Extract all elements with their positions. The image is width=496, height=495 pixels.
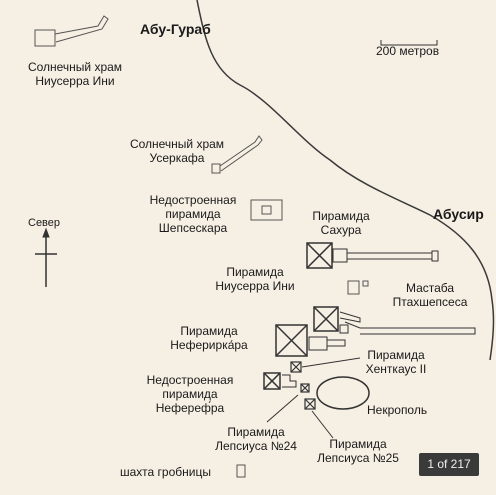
label-userkaf-sun-temple: Солнечный храм Усеркафа (129, 137, 225, 165)
userkaf-sun-temple-symbol (211, 135, 263, 174)
niuserre-pyramid-symbol (313, 306, 476, 335)
ptahshepses-mastaba-symbol (347, 280, 369, 295)
sahure-pyramid-symbol (306, 242, 439, 269)
label-niuserre-pyramid: Пирамида Ниусерра Ини (215, 265, 295, 293)
shepseskare-pyramid-symbol (250, 199, 283, 221)
scale-bar (380, 40, 438, 46)
label-shepseskare-pyramid: Недостроенная пирамида Шепсескара (149, 193, 237, 235)
cultivation-boundary (196, 0, 495, 361)
lepsius24-pyramid-symbol (266, 383, 310, 423)
north-arrow-icon (35, 227, 57, 287)
necropolis-outline (316, 376, 370, 410)
label-khentkaus-pyramid: Пирамида Хенткаус II (365, 348, 427, 376)
place-abu-gurab: Абу-Гураб (140, 21, 211, 37)
label-niuserre-sun-temple: Солнечный храм Ниусерра Ини (27, 60, 123, 88)
image-counter[interactable]: 1 of 217 (419, 453, 479, 476)
label-lepsius24: Пирамида Лепсиуса №24 (215, 425, 297, 453)
label-neferefre-pyramid: Недостроенная пирамида Нефереф́ра (146, 373, 234, 415)
label-necropolis: Некрополь (367, 403, 428, 417)
north-label: Север (28, 217, 61, 229)
label-shaft-legend: шахта гробницы (120, 465, 211, 479)
neferefre-pyramid-symbol (263, 372, 297, 390)
label-ptahshepses-mastaba: Мастаба Птахшепсеса (392, 281, 468, 309)
label-neferirkare-pyramid: Пирамида Неферирка́ра (170, 324, 248, 352)
khentkaus-pyramid-symbol (290, 357, 361, 373)
scale-label: 200 метров (376, 44, 440, 58)
label-sahure-pyramid: Пирамида Сахура (312, 209, 370, 237)
niuserre-sun-temple-symbol (34, 15, 109, 47)
lepsius25-pyramid-symbol (304, 398, 334, 439)
neferirkare-pyramid-symbol (275, 324, 346, 357)
place-abusir: Абусир (433, 206, 484, 222)
label-lepsius25: Пирамида Лепсиуса №25 (317, 437, 399, 465)
shaft-legend-icon (236, 464, 246, 478)
